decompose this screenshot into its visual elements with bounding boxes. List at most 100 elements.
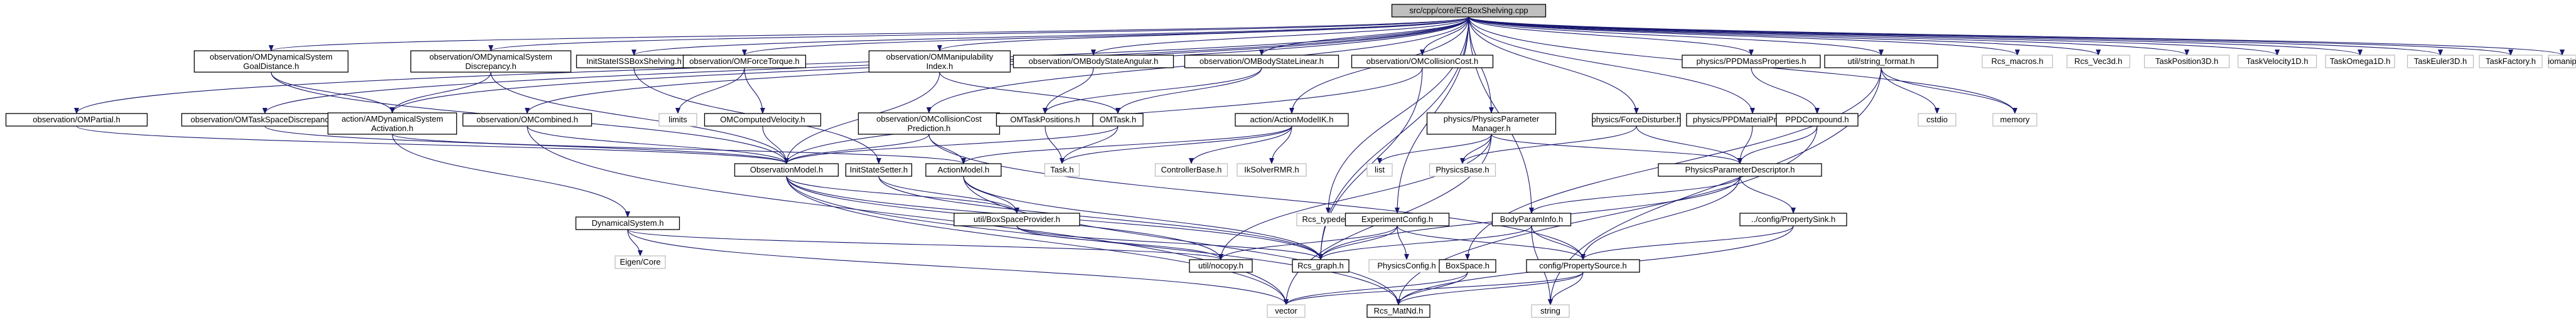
node-iomanip[interactable]: iomanip [2548, 55, 2576, 68]
node-cstdio[interactable]: cstdio [1918, 113, 1956, 127]
edge-aamdsa-to-ds [392, 134, 630, 218]
edge-root-to-tv1 [1468, 16, 2280, 56]
edge-omccp-to-om [784, 134, 930, 164]
edge-omccp-to-cpsrc [928, 134, 1586, 260]
node-rcsm[interactable]: Rcs_macros.h [1982, 55, 2053, 68]
edge-omtp-to-task [1044, 125, 1065, 164]
node-label: Rcs_typedef.h [1302, 214, 1354, 224]
node-box [1592, 113, 1681, 127]
node-box [1918, 113, 1956, 127]
node-box [2548, 55, 2576, 68]
edge-aamik-to-task [1060, 125, 1292, 164]
node-ec[interactable]: ExperimentConfig.h [1344, 213, 1450, 226]
node-iss[interactable]: InitStateSetter.h [845, 163, 913, 177]
node-ds[interactable]: DynamicalSystem.h [575, 216, 680, 230]
node-task[interactable]: Task.h [1044, 163, 1080, 177]
node-rcsv[interactable]: Rcs_Vec3d.h [2066, 55, 2130, 68]
node-iks[interactable]: IkSolverRMR.h [1237, 163, 1307, 177]
edge-ombsl-to-omtp [1043, 67, 1262, 114]
node-to1[interactable]: TaskOmega1D.h [2325, 55, 2395, 68]
edge-bpi-to-rcsg [1318, 225, 1532, 260]
node-box [1012, 55, 1174, 68]
node-isbs[interactable]: InitStateISSBoxShelving.h [576, 55, 692, 68]
edge-omdsd-to-aamdsa [390, 71, 491, 114]
node-rcsg[interactable]: Rcs_graph.h [1292, 259, 1350, 273]
node-list[interactable]: list [1366, 163, 1393, 177]
node-layer: src/cpp/core/ECBoxShelving.cpp observatio… [5, 4, 2576, 318]
edge-root-to-isbs [631, 16, 1469, 56]
node-label: DynamicalSystem.h [592, 218, 664, 228]
node-cb[interactable]: ControllerBase.h [1154, 163, 1228, 177]
node-tf[interactable]: TaskFactory.h [2479, 55, 2543, 68]
node-omcv[interactable]: OMComputedVelocity.h [704, 113, 822, 127]
node-root[interactable]: src/cpp/core/ECBoxShelving.cpp [1391, 4, 1547, 18]
node-omtask[interactable]: OMTask.h [1092, 113, 1144, 127]
edge-ec-to-unc [1218, 225, 1398, 260]
edge-root-to-omcc [1420, 16, 1469, 56]
edge-cpsrc-to-vector [1284, 272, 1584, 305]
node-omtp[interactable]: OMTaskPositions.h [996, 113, 1095, 127]
node-omtsd[interactable]: observation/OMTaskSpaceDiscrepancy.h [181, 113, 349, 127]
edge-root-to-ombsa [1091, 16, 1469, 56]
node-am[interactable]: ActionModel.h [925, 163, 1002, 177]
node-eigen[interactable]: Eigen/Core [614, 255, 666, 269]
node-label: action/AMDynamicalSystem [341, 114, 443, 124]
node-pb[interactable]: PhysicsBase.h [1429, 163, 1496, 177]
node-ppd[interactable]: PhysicsParameterDescriptor.h [1658, 163, 1822, 177]
node-tp3[interactable]: TaskPosition3D.h [2144, 55, 2230, 68]
node-omdsgd[interactable]: observation/OMDynamicalSystemGoalDistanc… [193, 50, 349, 73]
node-usf[interactable]: util/string_format.h [1824, 55, 1938, 68]
node-om[interactable]: ObservationModel.h [734, 163, 839, 177]
node-label: cstdio [1926, 115, 1948, 124]
node-ussp[interactable]: util/BoxSpaceProvider.h [953, 213, 1080, 226]
node-cps[interactable]: ../config/PropertySink.h [1739, 213, 1847, 226]
node-ombsl[interactable]: observation/OMBodyStateLinear.h [1184, 55, 1339, 68]
node-bpi[interactable]: BodyParamInfo.h [1491, 213, 1572, 226]
node-pc[interactable]: PhysicsConfig.h [1368, 259, 1445, 273]
edge-ppmp-to-ppdc [1751, 67, 1820, 114]
node-box [327, 112, 458, 135]
node-vector[interactable]: vector [1267, 304, 1306, 318]
node-label: observation/OMManipulability [886, 52, 994, 61]
node-ppmp[interactable]: physics/PPDMassProperties.h [1682, 55, 1821, 68]
node-omft[interactable]: observation/OMForceTorque.h [682, 55, 807, 68]
node-tv1[interactable]: TaskVelocity1D.h [2237, 55, 2317, 68]
node-te3[interactable]: TaskEuler3D.h [2407, 55, 2474, 68]
node-box [1776, 113, 1859, 127]
edge-ppm-to-unc [1218, 134, 1492, 260]
node-bs[interactable]: BoxSpace.h [1439, 259, 1496, 273]
edge-pfd-to-ppd [1636, 125, 1742, 164]
node-omcc[interactable]: observation/OMCollisionCost.h [1351, 55, 1494, 68]
node-limits[interactable]: limits [658, 113, 697, 127]
node-ombsa[interactable]: observation/OMBodyStateAngular.h [1012, 55, 1174, 68]
node-cpsrc[interactable]: config/PropertySource.h [1526, 259, 1640, 273]
node-ppdc[interactable]: PPDCompound.h [1776, 113, 1859, 127]
node-box [462, 113, 593, 127]
node-memory[interactable]: memory [1992, 113, 2037, 127]
node-box [2237, 55, 2317, 68]
node-label: memory [2000, 115, 2030, 124]
node-omcomb[interactable]: observation/OMCombined.h [462, 113, 593, 127]
node-box [1344, 213, 1450, 226]
edge-omdsd-to-om [490, 71, 789, 164]
node-unc[interactable]: util/nocopy.h [1189, 259, 1253, 273]
node-label: vector [1275, 306, 1297, 315]
node-omdsd[interactable]: observation/OMDynamicalSystemDiscrepancy… [410, 50, 572, 73]
edge-ppd-to-cps [1739, 176, 1796, 214]
node-pfd[interactable]: physics/ForceDisturber.h [1591, 113, 1682, 127]
node-box [925, 163, 1002, 177]
edge-root-to-ommi [937, 16, 1469, 51]
node-rcsmat[interactable]: Rcs_MatNd.h [1366, 304, 1430, 318]
edge-ppd-to-bpi [1529, 176, 1741, 214]
node-label: Activation.h [371, 124, 413, 133]
node-aamik[interactable]: action/ActionModelIK.h [1235, 113, 1349, 127]
node-omp[interactable]: observation/OMPartial.h [5, 113, 148, 127]
edge-ussp-to-rcsg [1016, 225, 1323, 260]
node-string[interactable]: string [1531, 304, 1570, 318]
edge-root-to-tp3 [1468, 16, 2189, 56]
edge-ppmat-to-ppd [1737, 125, 1753, 164]
